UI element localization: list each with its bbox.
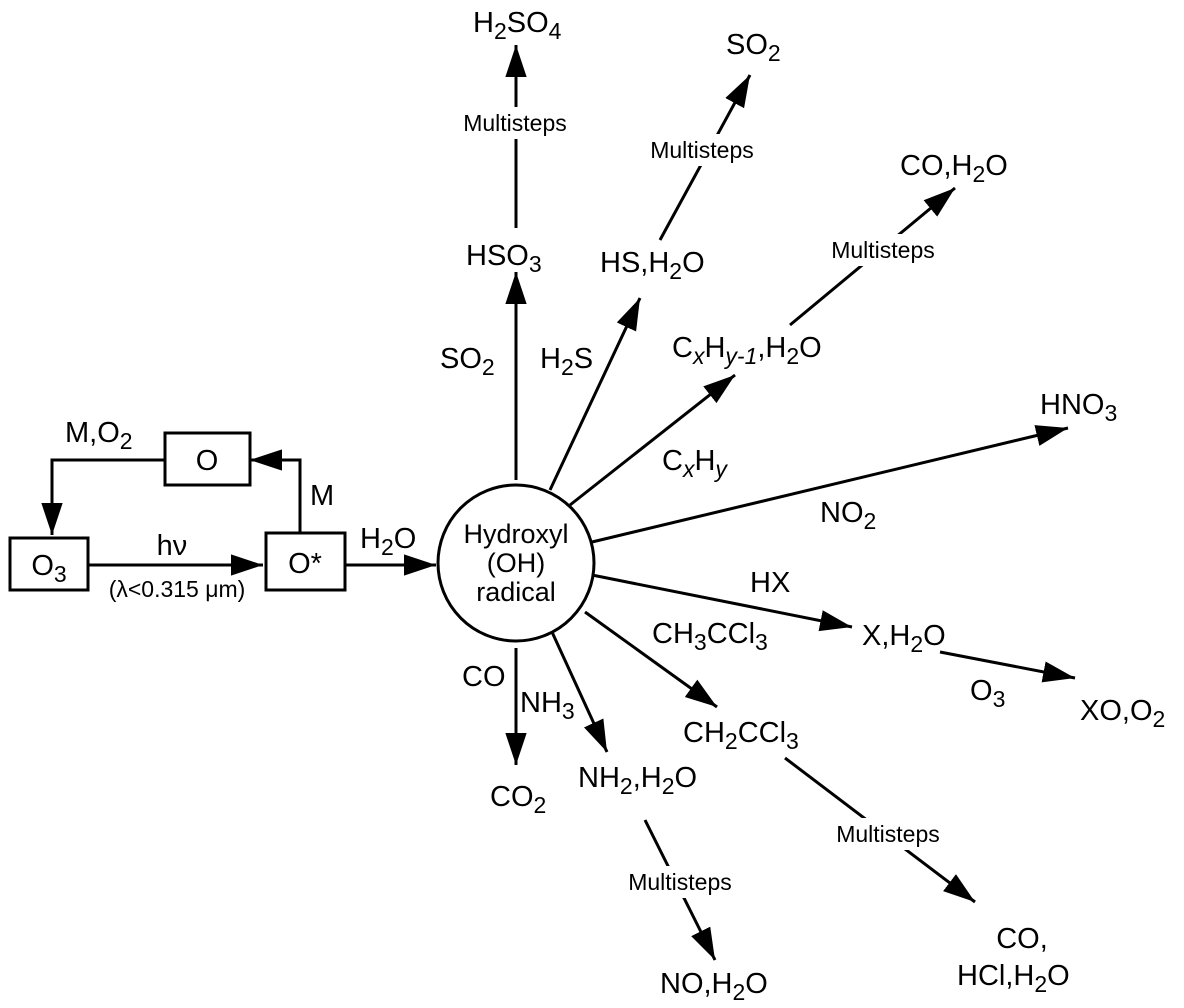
multisteps-no: Multisteps: [628, 869, 732, 895]
reagent-hx: HX: [750, 567, 790, 599]
arrow-oh-to-cxhy1: [569, 373, 736, 507]
center-line2: (OH): [487, 548, 545, 578]
arrow-oh-to-hs: [548, 297, 642, 491]
label-hv: hν: [157, 530, 188, 562]
multisteps-h2so4: Multisteps: [463, 110, 567, 136]
arrow-oh-to-nh2: [550, 631, 609, 753]
arrow-xh2o-to-xo: [939, 650, 1076, 683]
oh-radical-circle: [436, 483, 596, 643]
species-co-h2o: CO,H2O: [900, 150, 1008, 187]
species-co-hcl-line2: HCl,H2O: [957, 960, 1070, 997]
label-lambda: (λ<0.315 μm): [109, 576, 246, 602]
multisteps-so2: Multisteps: [650, 137, 754, 163]
multisteps-co: Multisteps: [831, 237, 935, 263]
label-m-o2: M,O2: [65, 417, 133, 454]
arrow-o-to-o3: [41, 458, 165, 535]
label-o-star: O*: [288, 548, 322, 580]
reagent-co: CO: [462, 661, 506, 693]
multisteps-co-hcl: Multisteps: [836, 821, 940, 847]
species-xo-o2: XO,O2: [1080, 695, 1165, 732]
species-cxhy1-h2o: CxHy-1,H2O: [672, 332, 822, 369]
reagent-nh3: NH3: [520, 687, 575, 724]
species-h2so4: H2SO4: [473, 7, 562, 44]
box-o: [163, 431, 252, 487]
species-x-h2o: X,H2O: [862, 620, 946, 657]
reagent-h2s: H2S: [540, 343, 593, 380]
arrow-oh-to-xh2o: [591, 573, 853, 632]
arrow-ostar-to-o: [250, 449, 302, 533]
reagent-no2: NO2: [820, 497, 876, 534]
label-h2o-reagent: H2O: [360, 523, 416, 560]
species-nh2-h2o: NH2,H2O: [578, 762, 697, 799]
center-line1: Hydroxyl: [463, 519, 568, 549]
arrow-oh-to-ch2ccl3: [584, 610, 718, 709]
species-hs-h2o: HS,H2O: [600, 247, 705, 284]
species-hno3: HNO3: [1040, 389, 1117, 426]
species-ch2ccl3: CH2CCl3: [683, 717, 799, 754]
reagent-o3: O3: [970, 675, 1005, 712]
arrow-oh-to-hno3: [591, 425, 1069, 544]
species-so2: SO2: [726, 29, 781, 66]
box-o-star: [264, 531, 347, 592]
center-line3: radical: [476, 577, 556, 607]
species-co-hcl-line1: CO,: [996, 923, 1048, 955]
box-o3: [8, 536, 90, 592]
species-no-h2o: NO,H2O: [660, 968, 768, 1005]
reagent-ch3ccl3: CH3CCl3: [652, 618, 768, 655]
reagent-cxhy: CxHy: [662, 445, 728, 482]
label-m: M: [310, 480, 334, 512]
label-o: O: [196, 445, 219, 477]
reagent-so2: SO2: [440, 343, 495, 380]
species-hso3: HSO3: [466, 240, 542, 277]
species-co2: CO2: [490, 781, 546, 818]
